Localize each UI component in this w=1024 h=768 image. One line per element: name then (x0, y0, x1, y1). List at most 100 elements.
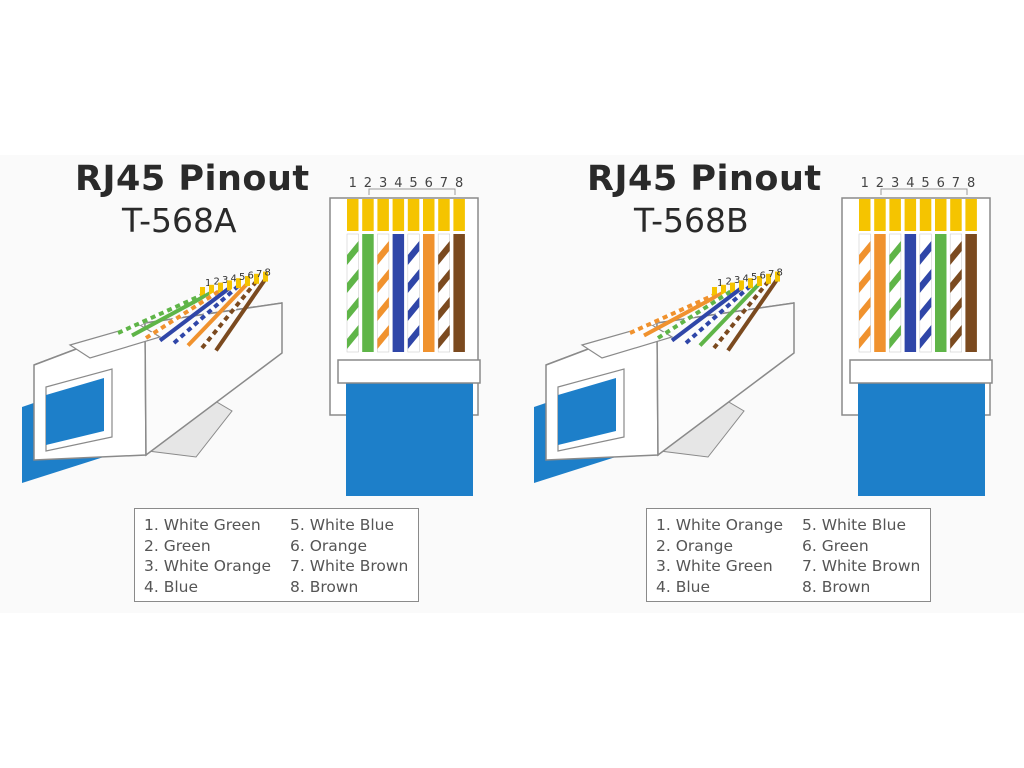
pin-number: 8 (265, 268, 271, 279)
cable-clamp (337, 359, 481, 384)
wire-solid (670, 286, 743, 343)
gold-contact (200, 287, 205, 297)
pin-bracket (368, 188, 456, 195)
gold-contact (407, 199, 420, 231)
pin-number: 4 (231, 274, 237, 285)
pin-number: 5 (921, 176, 929, 191)
pin-number: 6 (248, 271, 254, 282)
pin-number: 4 (743, 274, 749, 285)
wire-stripe (889, 269, 901, 293)
wire-white (889, 233, 902, 353)
wire-stripe (144, 288, 222, 340)
wire-stripe (656, 288, 734, 340)
wire-solid (726, 278, 779, 352)
wire-stripe (950, 269, 962, 293)
legend-item: 6. Orange (290, 536, 367, 555)
pin-number: 3 (891, 176, 899, 191)
pinout-legend: 1. White Green 2. Green 3. White Orange … (134, 508, 419, 602)
wire-solid (874, 234, 886, 352)
pinout-legend: 1. White Orange 2. Orange 3. White Green… (646, 508, 931, 602)
legend-item: 6. Green (802, 536, 869, 555)
wire-stripe (629, 293, 715, 335)
gold-contact (889, 199, 901, 231)
pin-number: 8 (777, 268, 783, 279)
pin-number: 2 (364, 176, 372, 191)
pin-bracket (880, 188, 968, 195)
wire-stripe (859, 325, 871, 349)
cable-clamp (849, 359, 993, 384)
wire-stripe (438, 297, 450, 321)
cable-end (46, 378, 104, 445)
cable-end (558, 378, 616, 445)
gold-contact (347, 199, 359, 231)
standard-label: T-568A (122, 201, 237, 240)
wire-stripe (407, 325, 420, 349)
gold-contact (904, 199, 917, 231)
wire-stripe (950, 325, 962, 349)
pin-number: 7 (256, 269, 262, 280)
pin-number: 3 (222, 275, 228, 286)
wire-stripe (407, 297, 420, 321)
wire-solid (965, 234, 977, 352)
wire-stripe (919, 325, 932, 349)
wire-solid (131, 291, 212, 338)
wire-stripe (347, 241, 359, 265)
gold-contact (362, 199, 374, 231)
gold-contact (423, 199, 435, 231)
pin-number: 2 (876, 176, 884, 191)
pin-number: 3 (379, 176, 387, 191)
pin-number: 1 (349, 176, 357, 191)
legend-item: 3. White Green (656, 557, 773, 575)
wire-stripe (859, 297, 871, 321)
wire-solid (423, 234, 435, 352)
gold-contact (209, 284, 214, 295)
legend-item: 1. White Orange (656, 516, 783, 534)
gold-contact (712, 287, 717, 297)
gold-contact (950, 199, 962, 231)
legend-item: 8. Brown (802, 577, 871, 596)
wire-solid (904, 234, 917, 352)
wire-stripe (377, 297, 389, 321)
wire-stripe (859, 241, 871, 265)
legend-item: 5. White Blue (802, 516, 907, 534)
pin-number: 1 (861, 176, 869, 191)
wire-solid (935, 234, 947, 352)
gold-contact (263, 271, 268, 282)
legend-item: 2. Orange (656, 536, 733, 555)
gold-contact (392, 199, 405, 231)
wire-white (200, 280, 258, 350)
pin-number: 6 (937, 176, 945, 191)
wire-stripe (950, 297, 962, 321)
gold-contact (730, 282, 735, 293)
wire-stripe (889, 297, 901, 321)
gold-contact (739, 280, 744, 291)
legend-item: 1. White Green (144, 516, 261, 534)
pin-number: 6 (760, 271, 766, 282)
gold-contact (965, 199, 977, 231)
gold-contact (236, 278, 241, 289)
pin-number: 3 (734, 275, 740, 286)
legend-item: 4. Blue (144, 577, 199, 596)
gold-contact (377, 199, 389, 231)
gold-contact (438, 199, 450, 231)
wire-stripe (950, 241, 962, 265)
pin-number: 5 (409, 176, 417, 191)
wire-white (684, 284, 752, 345)
wire-solid (643, 291, 724, 338)
gold-contact (748, 278, 753, 289)
wire-stripe (377, 241, 389, 265)
legend-item: 3. White Orange (144, 557, 271, 575)
wire-stripe (377, 325, 389, 349)
wire-stripe (438, 325, 450, 349)
gold-contact (766, 273, 771, 284)
pin-number: 7 (952, 176, 960, 191)
legend-item: 4. Blue (656, 577, 711, 596)
wire-stripe (347, 269, 359, 293)
legend-item: 8. Brown (290, 577, 359, 596)
gold-contact (721, 284, 726, 295)
wire-stripe (347, 325, 359, 349)
pin-number: 2 (214, 277, 220, 288)
